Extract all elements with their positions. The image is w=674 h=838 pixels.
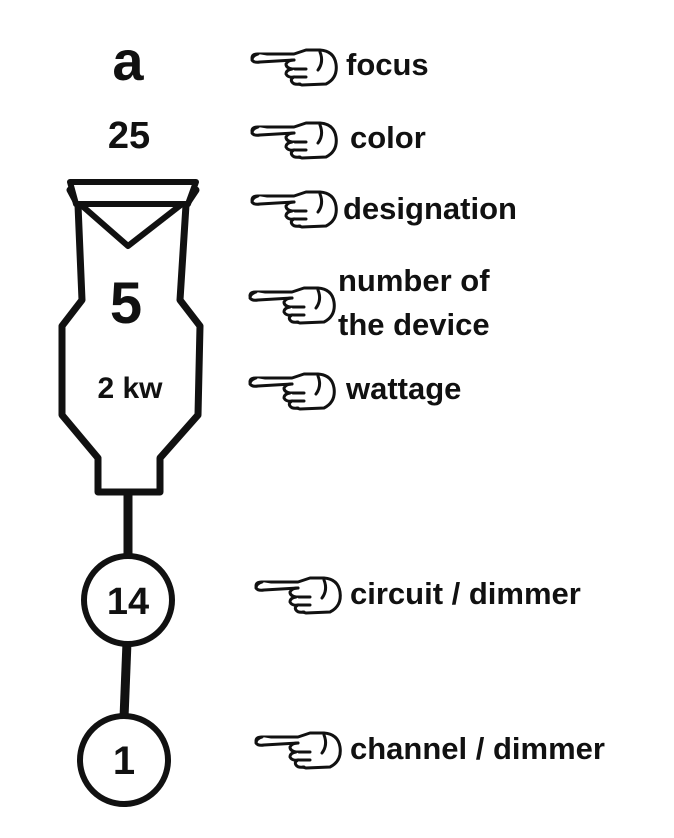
pointing-hand-icon	[254, 576, 342, 615]
device-number-value: 5	[110, 271, 142, 336]
channel-value: 1	[113, 739, 135, 783]
pointing-hand-icon	[250, 121, 338, 160]
pointing-hand-icon	[250, 48, 338, 87]
designation-bar	[67, 179, 199, 207]
color-value: 25	[108, 115, 150, 157]
channel-circle	[77, 713, 171, 807]
pointing-hand-icon	[248, 372, 336, 411]
focus-label: focus	[346, 47, 429, 82]
wattage-value: 2 kw	[97, 372, 163, 405]
circuit-dimmer-label: circuit / dimmer	[350, 576, 581, 611]
color-label: color	[350, 120, 426, 155]
fixture-body	[58, 186, 204, 496]
focus-value: a	[112, 29, 144, 92]
circuit-circle	[81, 553, 175, 647]
pointing-hand-icon	[248, 286, 336, 325]
number-of-device-label-line1: number of	[338, 263, 490, 298]
wattage-label: wattage	[346, 371, 462, 406]
pointing-hand-icon	[250, 190, 338, 229]
designation-notch	[78, 201, 184, 249]
designation-label: designation	[343, 191, 517, 226]
cable-line-lower	[119, 641, 132, 719]
circuit-value: 14	[107, 581, 149, 623]
number-of-device-label-line2: the device	[338, 307, 490, 342]
pointing-hand-icon	[254, 731, 342, 770]
channel-dimmer-label: channel / dimmer	[350, 731, 605, 766]
